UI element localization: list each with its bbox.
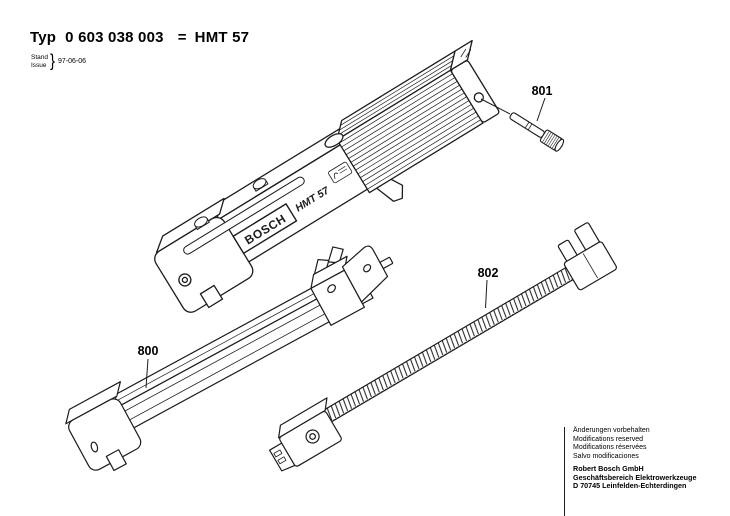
pusher-flange-slot-2 [277, 456, 287, 465]
typ-label: Typ [30, 29, 57, 46]
rail-cap-slot [90, 441, 99, 453]
issue-block: Stand Issue } 97-06-06 [31, 51, 87, 72]
type-number: 0 603 038 003 [65, 29, 164, 46]
hammer-tacker-drawing: BOSCH HMT 57 [154, 39, 500, 313]
pusher-emboss-inner [309, 433, 316, 440]
latch-plate-hole [363, 263, 372, 273]
company-address: Robert Bosch GmbH Geschäftsbereich Elekt… [573, 464, 724, 491]
company-name: Robert Bosch GmbH [573, 464, 644, 473]
body-top-oval [324, 133, 344, 148]
notice-fr: Modifications réservées [573, 444, 647, 451]
notice-en: Modifications reserved [573, 435, 644, 443]
screw-head-end [554, 138, 565, 152]
equals-sign: = [177, 29, 187, 46]
screw-801-drawing [509, 112, 565, 152]
company-city: D 70745 Leinfelden-Echterdingen [573, 481, 687, 491]
latch-band-hole [327, 284, 336, 294]
hex-bolt-rear [252, 178, 269, 192]
callout-801: 801 [532, 84, 553, 98]
company-division: Geschäftsbereich Elektrowerkzeuge [573, 472, 697, 482]
brace-glyph: } [50, 51, 56, 72]
callout-802-leader [485, 279, 488, 309]
handle-ribs [337, 55, 482, 190]
callout-leader-lines [145, 97, 546, 389]
model-name: HMT 57 [194, 29, 250, 46]
rail-cap-notch [105, 449, 127, 472]
callout-800-leader [145, 358, 149, 389]
head-bottom-notch [199, 284, 224, 309]
callout-802: 802 [478, 266, 499, 280]
issue-date: 97-06-06 [58, 58, 87, 65]
issue-label: Issue [31, 61, 47, 69]
hex-bolt-front [194, 216, 210, 230]
certification-label-icon [328, 161, 353, 184]
pusher-rod-802-drawing [268, 222, 617, 472]
callout-labels: 800 801 802 [138, 84, 553, 358]
latch-end-plate [341, 245, 389, 303]
footer-legal-block: Änderungen vorbehalten Modifications res… [564, 427, 724, 516]
head-rivet-inner [181, 276, 189, 284]
title-block: Typ 0 603 038 003 = HMT 57 [30, 29, 249, 46]
issue-labels: Stand Issue [31, 54, 48, 69]
stand-label: Stand [31, 54, 48, 61]
callout-800: 800 [138, 344, 159, 358]
callout-801-leader [536, 97, 546, 122]
notice-de: Änderungen vorbehalten [573, 427, 650, 434]
pusher-flange-slot-1 [273, 449, 283, 458]
staple-slot [183, 176, 305, 255]
endcap-vent-ticks [460, 48, 472, 58]
magazine-rail-800-drawing [65, 245, 394, 472]
screw-assembly-leader [480, 98, 511, 115]
notice-es: Salvo modificaciones [573, 452, 639, 460]
bosch-label-frame [232, 203, 298, 255]
handle-endcap [450, 60, 500, 123]
endcap-screw-hole [473, 92, 484, 103]
